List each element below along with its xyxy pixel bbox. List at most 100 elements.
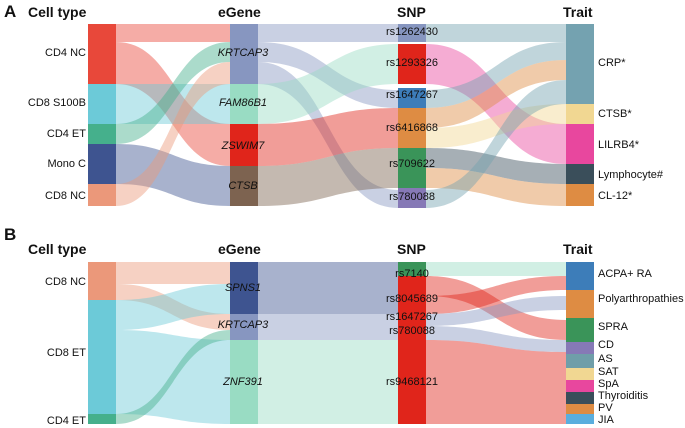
flow-rs6416868-cl12 xyxy=(426,60,566,128)
node-cd8et xyxy=(88,300,116,414)
flow-rs780088-cd xyxy=(426,326,566,352)
flow-rs1262430-crp xyxy=(426,24,566,42)
flow-rs1647267-poly xyxy=(426,296,566,326)
flow-cd8nc-spns1 xyxy=(116,262,230,284)
flow-krtcap3-rs1647267 xyxy=(258,42,398,108)
node-spra xyxy=(566,318,594,342)
node-ctsb-trait xyxy=(566,104,594,124)
celltype-label: CD8 S100B xyxy=(28,97,86,109)
egene-label: ZSWIM7 xyxy=(221,140,266,152)
trait-label: CD xyxy=(598,339,614,351)
node-pv xyxy=(566,404,594,414)
flow-cd8nc-krtcap3 xyxy=(116,284,230,330)
snp-label: rs709622 xyxy=(389,158,435,170)
node-zswim7 xyxy=(230,124,258,166)
node-lilrb4 xyxy=(566,124,594,164)
node-cd4et-b xyxy=(88,414,116,424)
trait-label: CRP* xyxy=(598,57,626,69)
trait-label: Thyroiditis xyxy=(598,390,649,402)
trait-label: JIA xyxy=(598,414,615,426)
flow-cd4et-krtcap3 xyxy=(116,42,230,144)
node-as xyxy=(566,354,594,368)
flow-rs780088-crp xyxy=(426,80,566,208)
panel-b-header-cell-type: Cell type xyxy=(28,241,87,257)
node-bars xyxy=(88,24,594,424)
node-rs1647267 xyxy=(398,88,426,108)
snp-label: rs780088 xyxy=(389,325,435,337)
node-cd xyxy=(566,342,594,354)
egene-label: FAM86B1 xyxy=(219,97,267,109)
node-cd8nc xyxy=(88,184,116,206)
egene-label: KRTCAP3 xyxy=(218,47,269,59)
panel-b-header-snp: SNP xyxy=(397,241,426,257)
flow-cd8nc-krtcap3 xyxy=(116,62,230,206)
panel-b-header-trait: Trait xyxy=(563,241,593,257)
flow-spns1-snps xyxy=(258,262,398,314)
snp-label: rs1647267 xyxy=(386,89,438,101)
panel-b-letter: B xyxy=(4,225,16,244)
node-rs8045689-rs9468121 xyxy=(398,276,426,424)
flow-ctsb-rs709622 xyxy=(258,148,398,206)
node-rs709622 xyxy=(398,148,426,188)
node-rs1262430 xyxy=(398,24,426,42)
trait-label: PV xyxy=(598,402,613,414)
snp-label: rs1293326 xyxy=(386,57,438,69)
trait-label: Lymphocyte# xyxy=(598,169,664,181)
node-rs6416868 xyxy=(398,108,426,148)
flow-zswim7-rs6416868 xyxy=(258,108,398,166)
snp-label: rs780088 xyxy=(389,191,435,203)
flow-znf391-rs9468121 xyxy=(258,340,398,424)
flow-cd4nc-zswim7 xyxy=(116,42,230,166)
flow-rs1293326-lilrb4 xyxy=(426,44,566,164)
flow-rs6416868-ctsb xyxy=(426,104,566,148)
snp-label: rs9468121 xyxy=(386,376,438,388)
celltype-label: CD8 NC xyxy=(45,190,86,202)
celltype-label: CD8 ET xyxy=(47,347,86,359)
node-rs780088 xyxy=(398,188,426,208)
snp-label: rs8045689 xyxy=(386,293,438,305)
flow-krtcap3-snps xyxy=(258,314,398,340)
node-znf391 xyxy=(230,340,258,424)
celltype-label: CD4 ET xyxy=(47,128,86,140)
flow-cd4nc-krtcap3 xyxy=(116,24,230,42)
panel-a-header-snp: SNP xyxy=(397,4,426,20)
node-thyroiditis xyxy=(566,392,594,404)
node-jia xyxy=(566,414,594,424)
flow-rs9468121-traits xyxy=(426,340,566,424)
flow-krtcap3-rs780088 xyxy=(258,62,398,208)
panel-a-letter: A xyxy=(4,2,16,21)
trait-label: CL-12* xyxy=(598,190,633,202)
node-crp xyxy=(566,24,594,104)
trait-label: SPRA xyxy=(598,321,629,333)
node-spa xyxy=(566,380,594,392)
celltype-label: Mono C xyxy=(47,158,86,170)
node-krtcap3 xyxy=(230,24,258,84)
node-rs1293326 xyxy=(398,44,426,84)
trait-label: SpA xyxy=(598,378,619,390)
node-cd8s100b xyxy=(88,84,116,124)
flow-rs709622-cl12 xyxy=(426,168,566,206)
panel-a-header-egene: eGene xyxy=(218,4,261,20)
panel-a-flows xyxy=(116,24,566,208)
flow-krtcap3-rs1262430 xyxy=(258,24,398,42)
node-cl12 xyxy=(566,184,594,206)
flow-fam86b1-rs1293326 xyxy=(258,44,398,124)
trait-label: AS xyxy=(598,353,613,365)
trait-label: SAT xyxy=(598,366,619,378)
panel-b-header-egene: eGene xyxy=(218,241,261,257)
trait-label: LILRB4* xyxy=(598,139,640,151)
snp-label: rs1262430 xyxy=(386,26,438,38)
node-polyarthropathies xyxy=(566,290,594,318)
egene-label: ZNF391 xyxy=(222,376,263,388)
celltype-label: CD8 NC xyxy=(45,276,86,288)
celltype-label: CD4 NC xyxy=(45,47,86,59)
node-spns1 xyxy=(230,262,258,314)
flow-rs8045689-acpa xyxy=(426,276,566,314)
trait-label: CTSB* xyxy=(598,108,632,120)
flow-rs7140-acpa xyxy=(426,262,566,276)
egene-label: CTSB xyxy=(228,180,257,192)
flow-rs1647267-crp xyxy=(426,42,566,108)
node-lymphocyte xyxy=(566,164,594,184)
flow-cd4et-krtcap3 xyxy=(116,330,230,424)
